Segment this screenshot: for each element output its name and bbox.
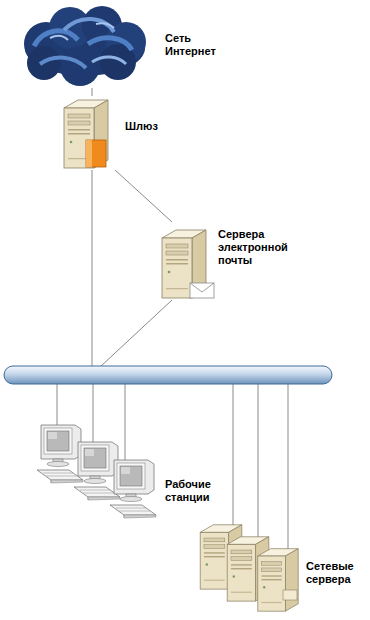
node-label: Сервера электронной почты <box>218 228 298 267</box>
node-label: Сеть Интернет <box>165 32 227 58</box>
network-wire <box>57 170 288 549</box>
internet-node: Сеть Интернет <box>18 4 231 88</box>
mail-server-icon <box>162 230 214 298</box>
node-label: Шлюз <box>125 120 158 133</box>
gateway-node: Шлюз <box>58 96 162 170</box>
gateway-server-icon <box>64 100 108 168</box>
network-link <box>115 170 172 222</box>
network-bus <box>4 366 332 384</box>
node-label: Сетевые сервера <box>306 560 362 586</box>
network-servers-node: Сетевые сервера <box>198 515 366 615</box>
network-link <box>92 88 93 96</box>
workstations-node: Рабочие станции <box>30 420 229 524</box>
node-label: Рабочие станции <box>165 478 225 504</box>
internet-cloud <box>24 6 146 86</box>
workstation-icon <box>37 425 156 518</box>
network-server-icon <box>200 525 298 611</box>
mail-server-node: Сервера электронной почты <box>155 222 292 304</box>
